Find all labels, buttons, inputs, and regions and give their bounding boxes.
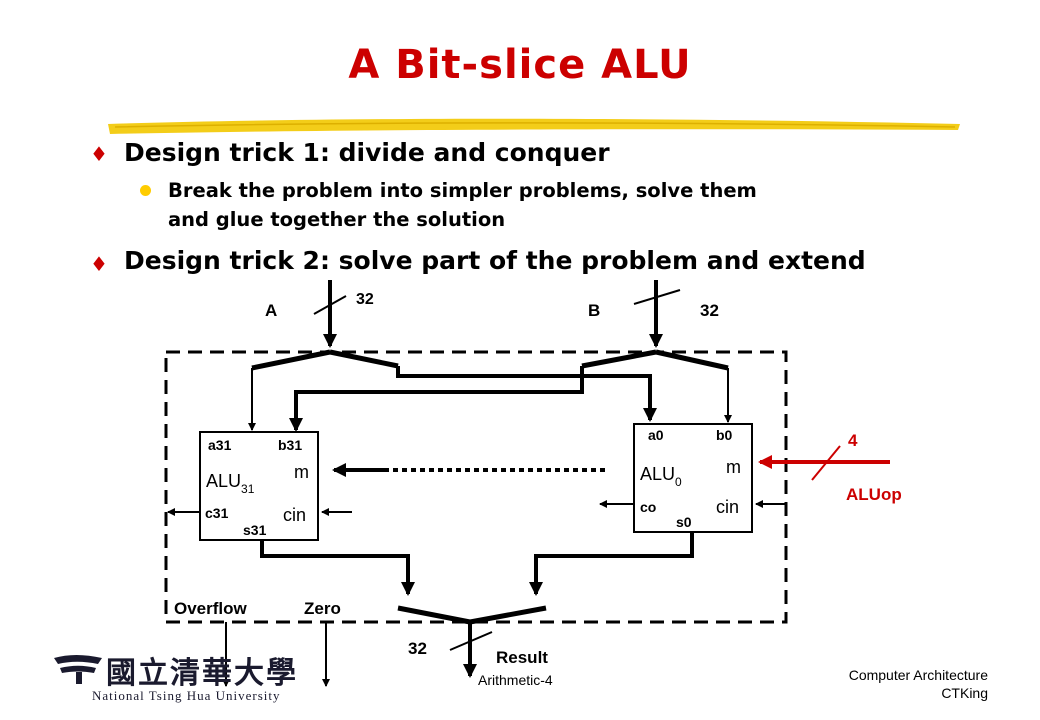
alu0-s-label: s0 bbox=[676, 514, 692, 530]
logo-english-name: National Tsing Hua University bbox=[92, 688, 281, 703]
aluop-label: ALUop bbox=[846, 485, 902, 504]
footer-course-name: Computer Architecture bbox=[848, 667, 988, 683]
input-a-label: A bbox=[265, 301, 277, 320]
footer-slide-id: Arithmetic-4 bbox=[478, 672, 553, 688]
alu31-box bbox=[199, 431, 319, 541]
slide-title: A Bit-slice ALU bbox=[348, 42, 692, 88]
result-width-label: 32 bbox=[408, 639, 427, 658]
diamond-bullet-icon: ♦ bbox=[90, 142, 108, 166]
bullet-2: Design trick 2: solve part of the proble… bbox=[124, 246, 866, 275]
zero-label: Zero bbox=[304, 599, 341, 618]
university-emblem-icon bbox=[54, 655, 102, 684]
width-b-label: 32 bbox=[700, 301, 719, 320]
alu31-a-label: a31 bbox=[208, 437, 232, 453]
bullet-1: Design trick 1: divide and conquer bbox=[124, 138, 610, 167]
aluop-width-label: 4 bbox=[848, 431, 858, 450]
university-logo: 國立清華大學 National Tsing Hua University bbox=[50, 648, 296, 708]
alu0-cin-label: cin bbox=[716, 497, 739, 517]
sub-bullet-line-2: and glue together the solution bbox=[168, 208, 506, 231]
alu0-box bbox=[633, 423, 753, 533]
sub-bullet-line-1: Break the problem into simpler problems,… bbox=[168, 179, 757, 202]
alu31-m-label: m bbox=[294, 462, 309, 482]
alu31-s-label: s31 bbox=[243, 522, 267, 538]
alu0-co-label: co bbox=[640, 499, 656, 515]
width-a-label: 32 bbox=[356, 291, 374, 308]
diamond-bullet-icon: ♦ bbox=[90, 252, 108, 276]
alu31-b-label: b31 bbox=[278, 437, 302, 453]
sub-bullet-dot-icon bbox=[140, 185, 151, 196]
alu0-m-label: m bbox=[726, 457, 741, 477]
result-label: Result bbox=[496, 648, 548, 667]
logo-chinese-name: 國立清華大學 bbox=[106, 656, 298, 691]
alu0-label: ALU0 bbox=[640, 464, 682, 489]
alu31-cin-label: cin bbox=[283, 505, 306, 525]
overflow-label: Overflow bbox=[174, 599, 248, 618]
alu0-a-label: a0 bbox=[648, 427, 664, 443]
alu31-label: ALU31 bbox=[206, 471, 255, 496]
input-b-label: B bbox=[588, 301, 600, 320]
footer-author: CTKing bbox=[941, 685, 988, 701]
alu31-c-label: c31 bbox=[205, 505, 229, 521]
footer-course: Computer Architecture CTKing bbox=[849, 666, 988, 702]
alu0-b-label: b0 bbox=[716, 427, 733, 443]
